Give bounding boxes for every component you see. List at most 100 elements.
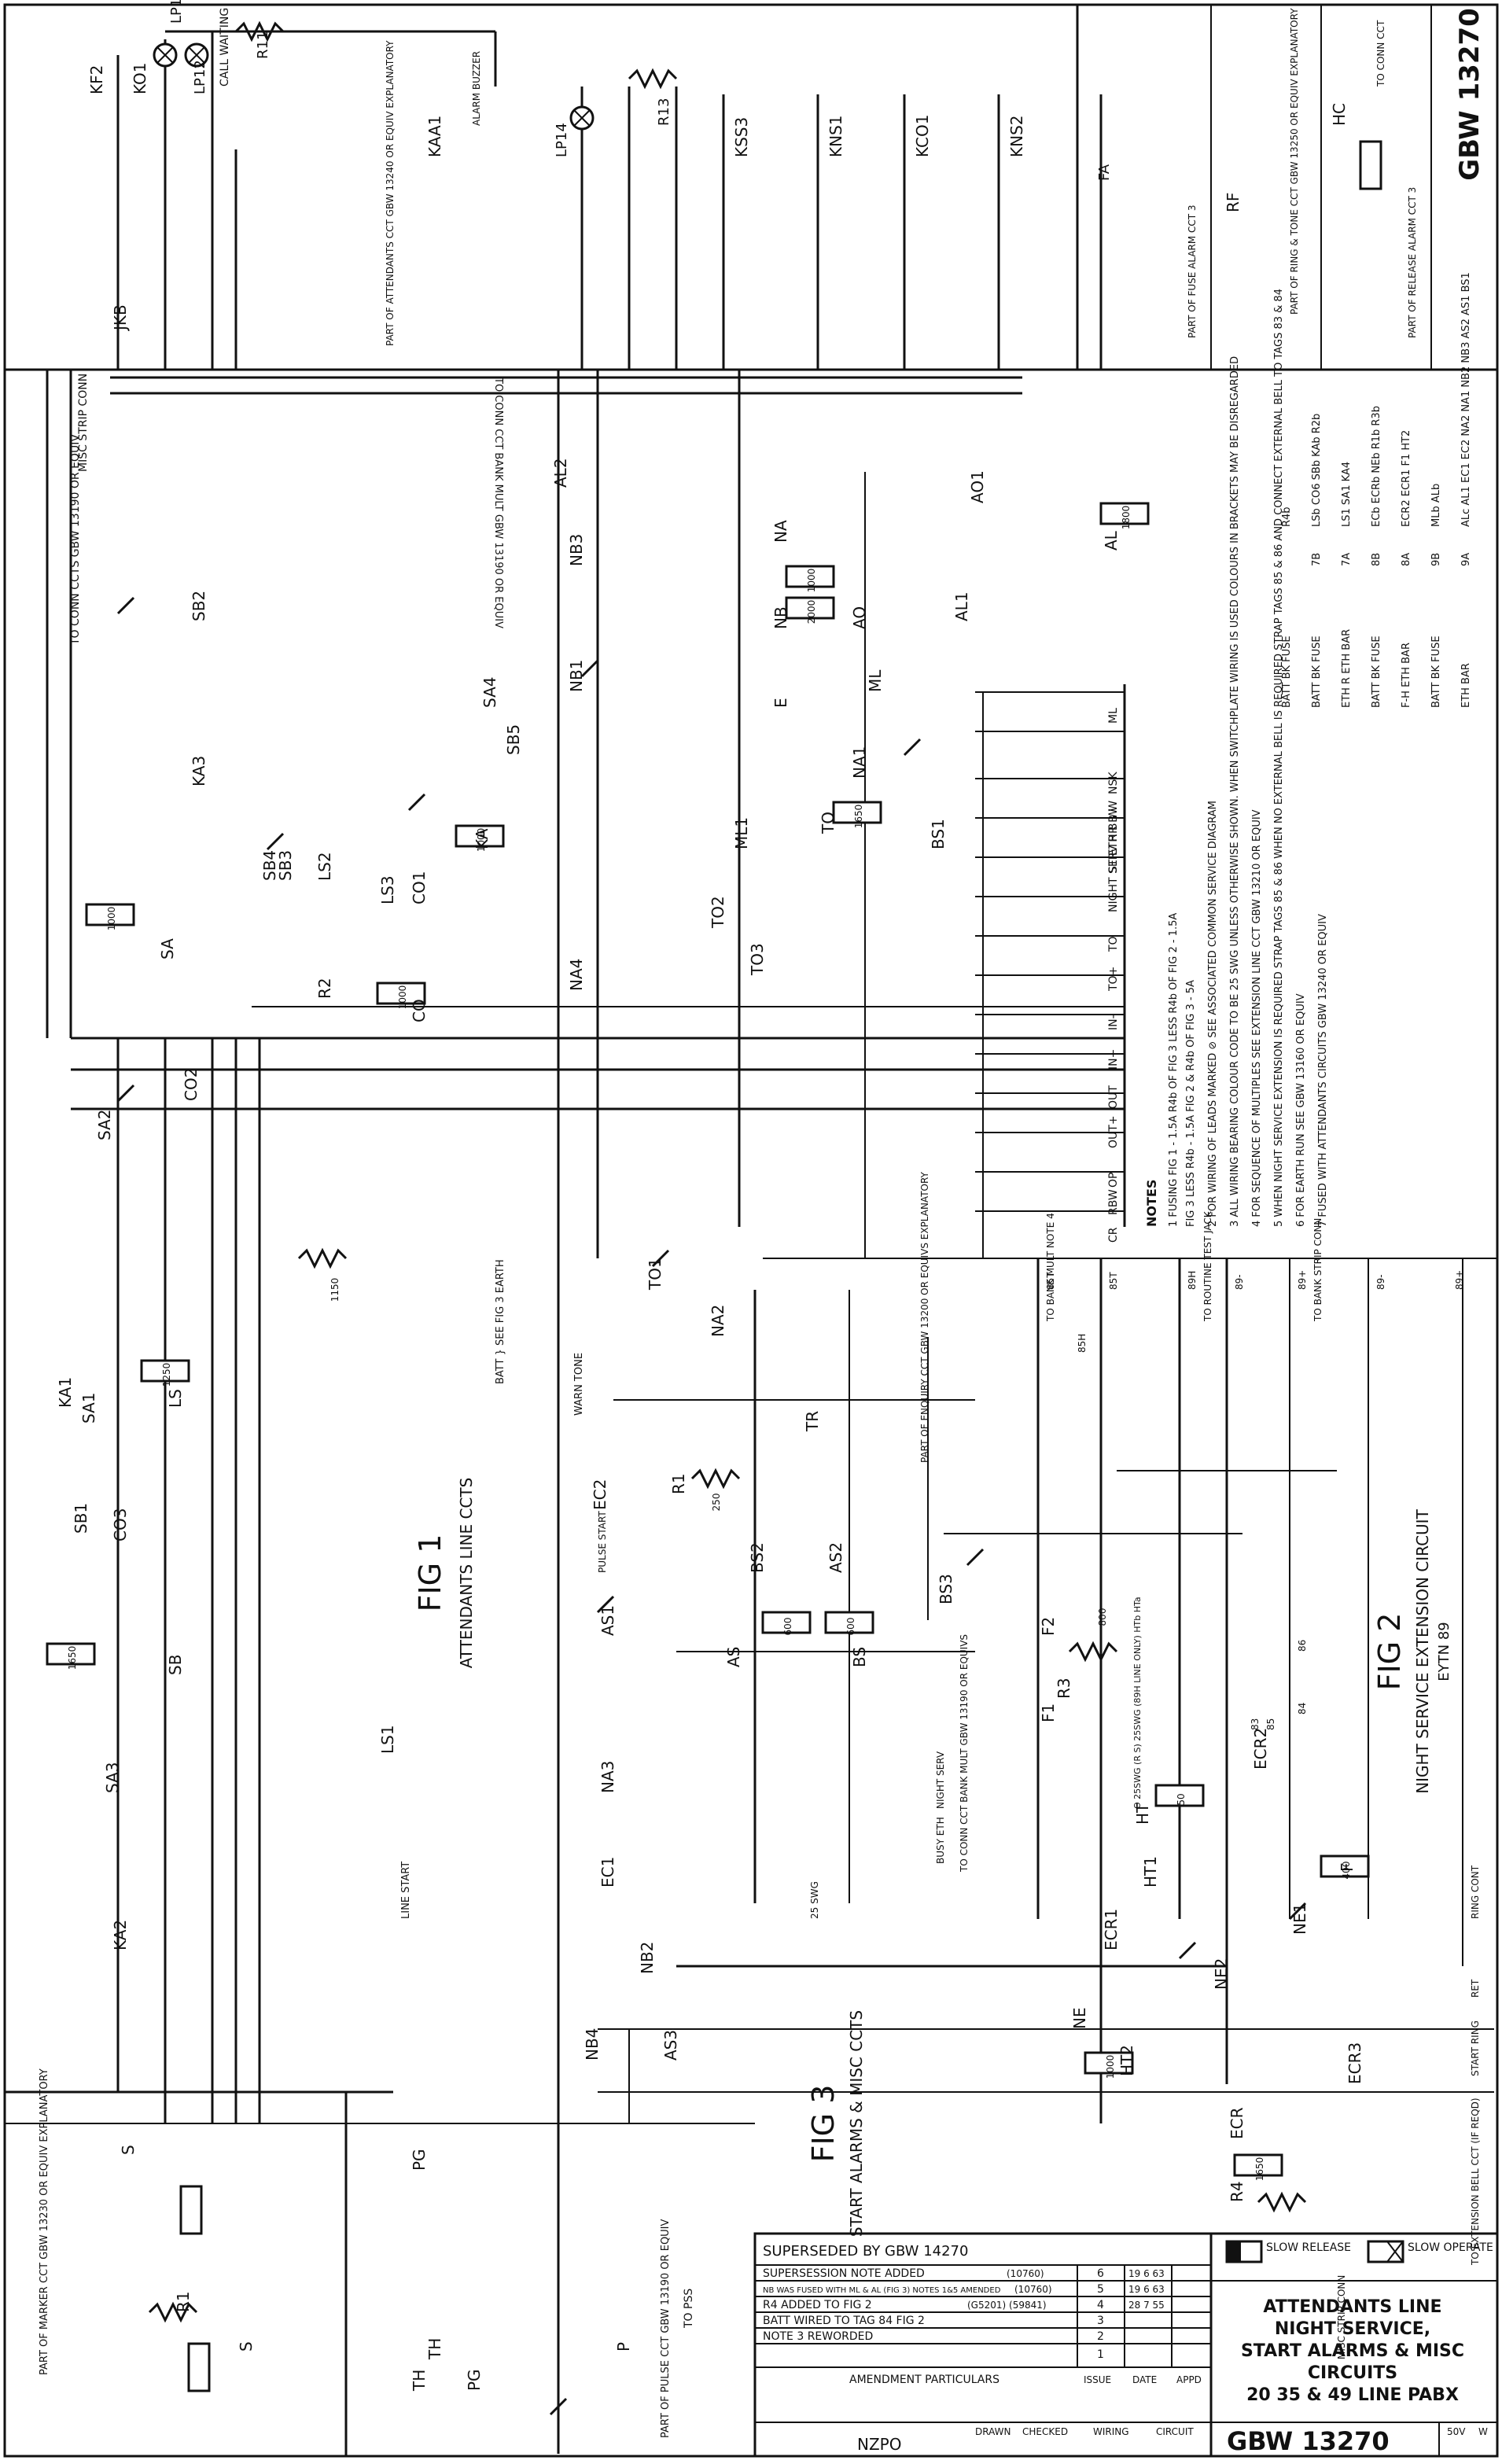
svg-text:TO CONN CCT BANK MULT GBW 1319: TO CONN CCT BANK MULT GBW 13190 OR EQUIV…: [959, 1634, 970, 1873]
amendment-issue: 5: [1097, 2283, 1104, 2296]
svg-text:NSK: NSK: [1107, 772, 1120, 794]
drawing-number-footer: GBW 13270: [1227, 2426, 1390, 2456]
svg-text:MISC STRIP CONN: MISC STRIP CONN: [1336, 2275, 1347, 2359]
relay-contact: [596, 1595, 615, 1614]
svg-text:IN-: IN-: [1107, 1015, 1120, 1030]
coil-value: 50: [1176, 1793, 1187, 1805]
svg-text:BS1: BS1: [929, 819, 948, 849]
fuse-row-items: LS1 SA1 KA4: [1341, 462, 1353, 527]
to-pss-label: TO PSS: [683, 2289, 695, 2329]
relay-label: AL2: [551, 458, 570, 488]
svg-text:RF: RF: [1224, 193, 1242, 212]
lamp-icon: [153, 42, 178, 68]
svg-text:TO CONN CCT BANK MULT GBW 1319: TO CONN CCT BANK MULT GBW 13190 OR EQUIV: [492, 377, 504, 628]
svg-text:SB3: SB3: [276, 850, 295, 881]
superseded-note: SUPERSEDED BY GBW 14270: [763, 2243, 968, 2260]
svg-text:AO1: AO1: [968, 470, 987, 503]
relay-label: F: [1338, 1862, 1357, 1872]
svg-text:1650: 1650: [1254, 2157, 1265, 2182]
svg-text:R2: R2: [315, 978, 334, 999]
pulse-label: S: [119, 2145, 138, 2155]
notes-block: NOTES 1 FUSING FIG 1 - 1.5A R4b OF FIG 3…: [1144, 289, 1329, 1227]
amendment-ref: (G5201) (59841): [967, 2300, 1047, 2311]
pulse-label: P: [614, 2342, 633, 2352]
svg-text:CO3: CO3: [111, 1508, 130, 1541]
svg-text:S: S: [119, 2145, 138, 2155]
svg-text:BATT } SEE FIG 3 EARTH: BATT } SEE FIG 3 EARTH: [495, 1259, 506, 1384]
relay-label: TO: [819, 812, 838, 834]
part-of-marker-label: PART OF MARKER CCT GBW 13230 OR EQUIV EX…: [39, 2068, 50, 2375]
svg-text:600: 600: [782, 1618, 793, 1636]
svg-text:SA3: SA3: [103, 1762, 122, 1793]
svg-text:BS2: BS2: [748, 1542, 767, 1573]
relay-label: AO1: [968, 470, 987, 503]
svg-text:PULSE START: PULSE START: [597, 1511, 608, 1573]
sheet-w-label: W: [1478, 2426, 1488, 2437]
svg-text:2000: 2000: [806, 600, 817, 624]
bus-label: TO: [1107, 936, 1120, 952]
bus-label: ST ETH: [1107, 834, 1120, 873]
svg-text:START RING: START RING: [1470, 2020, 1481, 2076]
svg-text:PART OF MARKER CCT GBW 13230 O: PART OF MARKER CCT GBW 13230 OR EQUIV EX…: [39, 2068, 50, 2375]
fuse-row-label: F-H ETH BAR: [1401, 643, 1412, 708]
relay-coil-icon: [1099, 502, 1150, 525]
relay-label: CO: [410, 999, 429, 1022]
relay-label: BS3: [937, 1574, 955, 1604]
resistor-label: R11: [255, 31, 271, 59]
fig2-label: FIG 2 NIGHT SERVICE EXTENSION CIRCUIT EY…: [1372, 1508, 1452, 1793]
svg-text:TO3: TO3: [748, 943, 767, 976]
fuse-row-id: 9A: [1460, 553, 1472, 566]
relay-label: SA1: [79, 1393, 98, 1424]
coil-value: 800: [1097, 1608, 1108, 1626]
fuse-row-items: ECb ECRb NEb R1b R3b: [1371, 406, 1382, 527]
svg-text:FA: FA: [1096, 164, 1113, 181]
circuit-label: CIRCUIT: [1156, 2426, 1194, 2437]
svg-text:LS1: LS1: [378, 1725, 397, 1754]
fig2-tag: 84: [1297, 1703, 1308, 1714]
key-label-kco1: KCO1: [913, 115, 932, 157]
relay-coil-icon: [785, 565, 835, 588]
svg-text:ST ETH: ST ETH: [1107, 834, 1120, 873]
coil-value: 1800: [1121, 506, 1132, 530]
svg-text:600: 600: [845, 1618, 856, 1636]
relay-label: R1: [669, 1473, 688, 1494]
svg-text:NA3: NA3: [598, 1761, 617, 1793]
fig2-tag: 89+: [1454, 1270, 1465, 1290]
relay-label: NA3: [598, 1761, 617, 1793]
svg-text:1000: 1000: [397, 985, 408, 1010]
svg-text:F2: F2: [1039, 1617, 1058, 1636]
relay-label: NE: [1070, 2007, 1089, 2029]
relay-coil-icon: [179, 2185, 203, 2235]
resistor-icon: [234, 20, 285, 42]
relay-label: EC1: [598, 1857, 617, 1888]
svg-text:1000: 1000: [476, 828, 487, 853]
title-line-5: 20 35 & 49 LINE PABX: [1246, 2385, 1459, 2405]
to-conn-ccts-label: TO CONN CCTS GBW 13190 OR EQUIV: [69, 434, 82, 646]
svg-text:TO: TO: [1107, 936, 1120, 952]
relay-label: BS: [850, 1647, 869, 1667]
svg-text:SB4: SB4: [260, 850, 279, 881]
svg-text:AO: AO: [850, 606, 869, 629]
svg-text:1150: 1150: [329, 1278, 341, 1302]
svg-text:TO CONN CCTS GBW 13190 OR EQUI: TO CONN CCTS GBW 13190 OR EQUIV: [69, 434, 82, 646]
svg-text:SA: SA: [158, 938, 177, 959]
amendment-issue: 1: [1097, 2348, 1104, 2361]
bus-label: OUT+: [1107, 1115, 1120, 1148]
relay-label: NA2: [709, 1305, 727, 1337]
relay-label: R2: [315, 978, 334, 999]
svg-text:NA: NA: [771, 520, 790, 543]
relay-label: TR: [803, 1411, 822, 1432]
relay-label: KA2: [111, 1920, 130, 1950]
legend-slow-release: SLOW RELEASE: [1266, 2241, 1351, 2254]
coil-value: 1000: [476, 828, 487, 853]
relay-label: HT: [1133, 1803, 1152, 1825]
relay-label: TO1: [646, 1258, 664, 1291]
svg-text:1000: 1000: [806, 569, 817, 593]
fuse-row-items: ECR2 ECR1 F1 HT2: [1401, 430, 1412, 527]
svg-text:1250: 1250: [161, 1363, 172, 1387]
title-block: [753, 2232, 1499, 2458]
svg-text:RET: RET: [1470, 1979, 1481, 1998]
relay-label: EC2: [591, 1479, 609, 1510]
coil-value: 2000: [806, 600, 817, 624]
relay-coil-icon: [1359, 140, 1382, 190]
